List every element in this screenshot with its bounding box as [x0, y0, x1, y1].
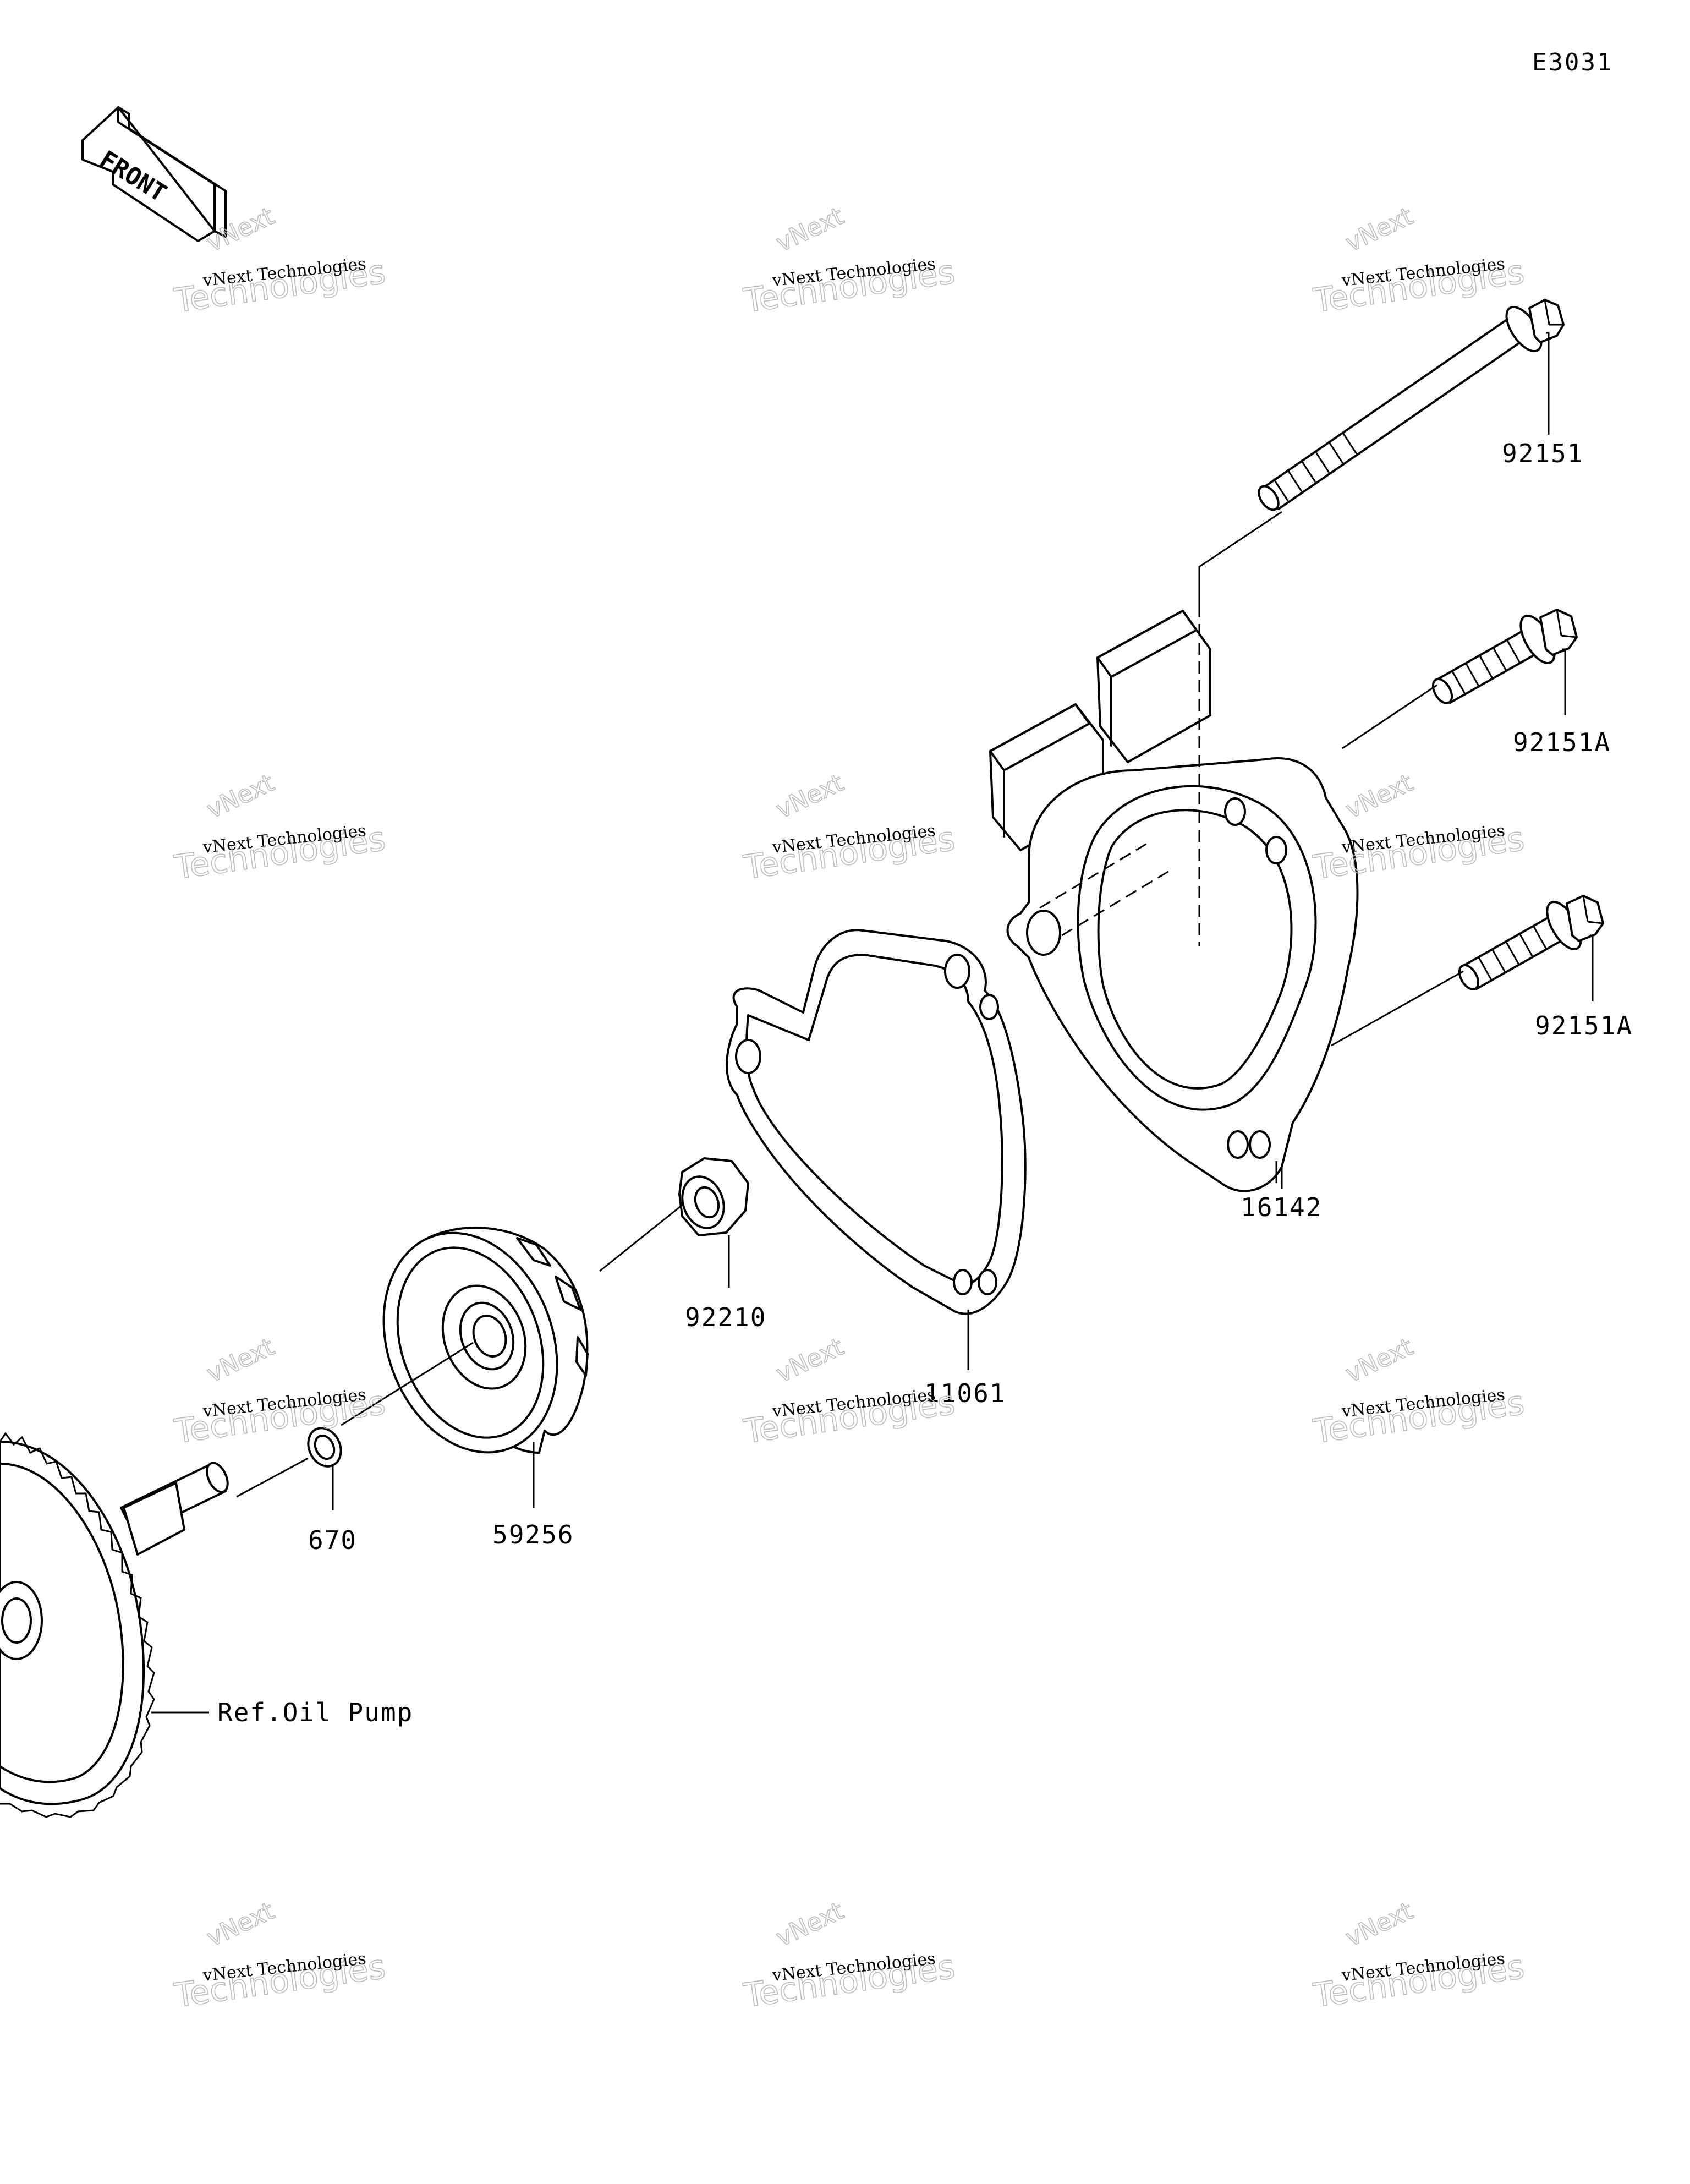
label-92151: 92151 — [1502, 439, 1583, 468]
label-11061: 11061 — [924, 1378, 1006, 1408]
nut-92210 — [678, 1157, 749, 1236]
label-ref-oil-pump: Ref.Oil Pump — [217, 1698, 413, 1727]
watermark: Technologies vNext vNext Technologies — [1310, 201, 1527, 321]
svg-text:vNext: vNext — [772, 1333, 848, 1388]
svg-text:vNext: vNext — [202, 1333, 278, 1388]
pump-cover-16142 — [989, 605, 1359, 1192]
label-92210: 92210 — [685, 1302, 766, 1332]
watermark: Technologies vNext vNext Technologies — [741, 1896, 958, 2016]
svg-text:vNext: vNext — [1341, 1897, 1417, 1952]
watermark: Technologies vNext vNext Technologies — [741, 201, 958, 321]
svg-text:vNext: vNext — [772, 769, 848, 824]
watermark: Technologies vNext vNext Technologies — [741, 768, 958, 888]
label-670: 670 — [308, 1525, 357, 1555]
watermark: Technologies vNext vNext Technologies — [172, 1332, 388, 1452]
gasket-11061 — [726, 929, 1027, 1315]
svg-text:vNext: vNext — [1341, 202, 1417, 258]
bolt-lower-92151A — [1458, 895, 1604, 990]
oil-pump-gear — [0, 1432, 229, 1818]
svg-text:vNext: vNext — [1341, 769, 1417, 824]
watermark: Technologies vNext vNext Technologies — [741, 1332, 958, 1452]
washer-670 — [307, 1427, 342, 1468]
leader-lines — [151, 332, 1594, 1714]
svg-text:vNext: vNext — [1341, 1333, 1417, 1388]
diagram-code: E3031 — [1532, 48, 1613, 76]
svg-text:vNext: vNext — [202, 769, 278, 824]
impeller-59256 — [382, 1227, 589, 1454]
front-arrow-icon: FRONT — [81, 106, 227, 242]
bolt-upper-92151A — [1431, 609, 1578, 704]
svg-text:vNext: vNext — [772, 202, 848, 258]
watermark: Technologies vNext vNext Technologies — [172, 1896, 388, 2016]
watermark: Technologies vNext vNext Technologies — [172, 768, 388, 888]
label-92151A-lower: 92151A — [1535, 1011, 1633, 1041]
label-16142: 16142 — [1241, 1192, 1322, 1222]
svg-text:vNext: vNext — [202, 1897, 278, 1952]
label-92151A-upper: 92151A — [1513, 727, 1611, 757]
bolt-long-92151 — [1258, 299, 1565, 511]
label-59256: 59256 — [492, 1520, 574, 1550]
watermark: Technologies vNext vNext Technologies — [1310, 1896, 1527, 2016]
svg-text:vNext: vNext — [772, 1897, 848, 1952]
watermark: Technologies vNext vNext Technologies — [1310, 1332, 1527, 1452]
